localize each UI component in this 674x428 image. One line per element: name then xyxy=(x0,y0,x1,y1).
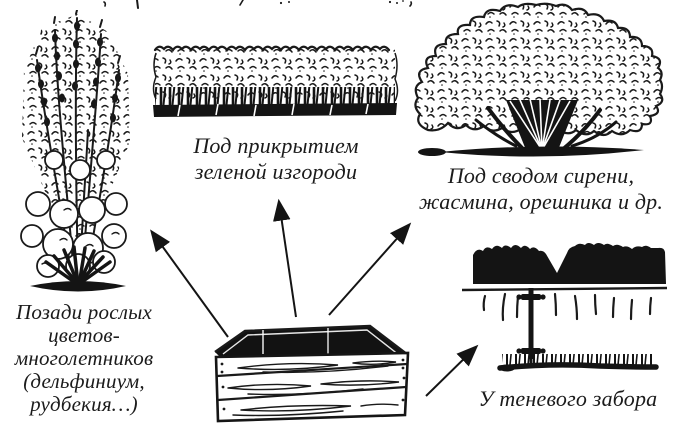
cropped-text-fragments xyxy=(103,0,413,9)
shrub-trunks xyxy=(506,100,578,150)
hedge-top-edge xyxy=(153,45,391,52)
shrub-ground xyxy=(440,146,644,157)
seedling-box-illustration xyxy=(203,316,418,428)
caption-fence: У теневого забора xyxy=(478,386,658,411)
flowers-illustration xyxy=(2,10,158,300)
fence-bushes-silhouette xyxy=(473,243,666,284)
fence-rail xyxy=(461,286,668,292)
shrub-illustration xyxy=(412,2,674,164)
box-wood-grain xyxy=(227,360,400,417)
caption-shrub: Под сводом сирени, жасмина, орешника и д… xyxy=(418,163,664,214)
arrow-box-to-shrub xyxy=(328,222,412,316)
hedge-base xyxy=(153,103,397,117)
arrow-box-to-hedge xyxy=(273,198,297,318)
arrow-box-to-fence xyxy=(425,344,479,397)
hedge-stems xyxy=(155,87,395,109)
arrow-box-to-flowers xyxy=(150,229,229,338)
caption-hedge: Под прикрытием зеленой изгороди xyxy=(193,133,359,184)
fence-drawing xyxy=(461,243,668,372)
caption-flowers: Позади рослых цветов- многолетников (дел… xyxy=(14,300,154,416)
fence-illustration xyxy=(460,238,670,383)
hedge-drawing xyxy=(152,45,399,117)
hedge-illustration xyxy=(150,39,402,119)
seedling-box-drawing xyxy=(214,324,410,423)
flowers-ground xyxy=(30,281,126,292)
box-nails xyxy=(220,358,406,411)
flowers-drawing xyxy=(20,10,130,292)
fence-ground xyxy=(497,362,659,371)
shrub-drawing xyxy=(414,2,664,157)
